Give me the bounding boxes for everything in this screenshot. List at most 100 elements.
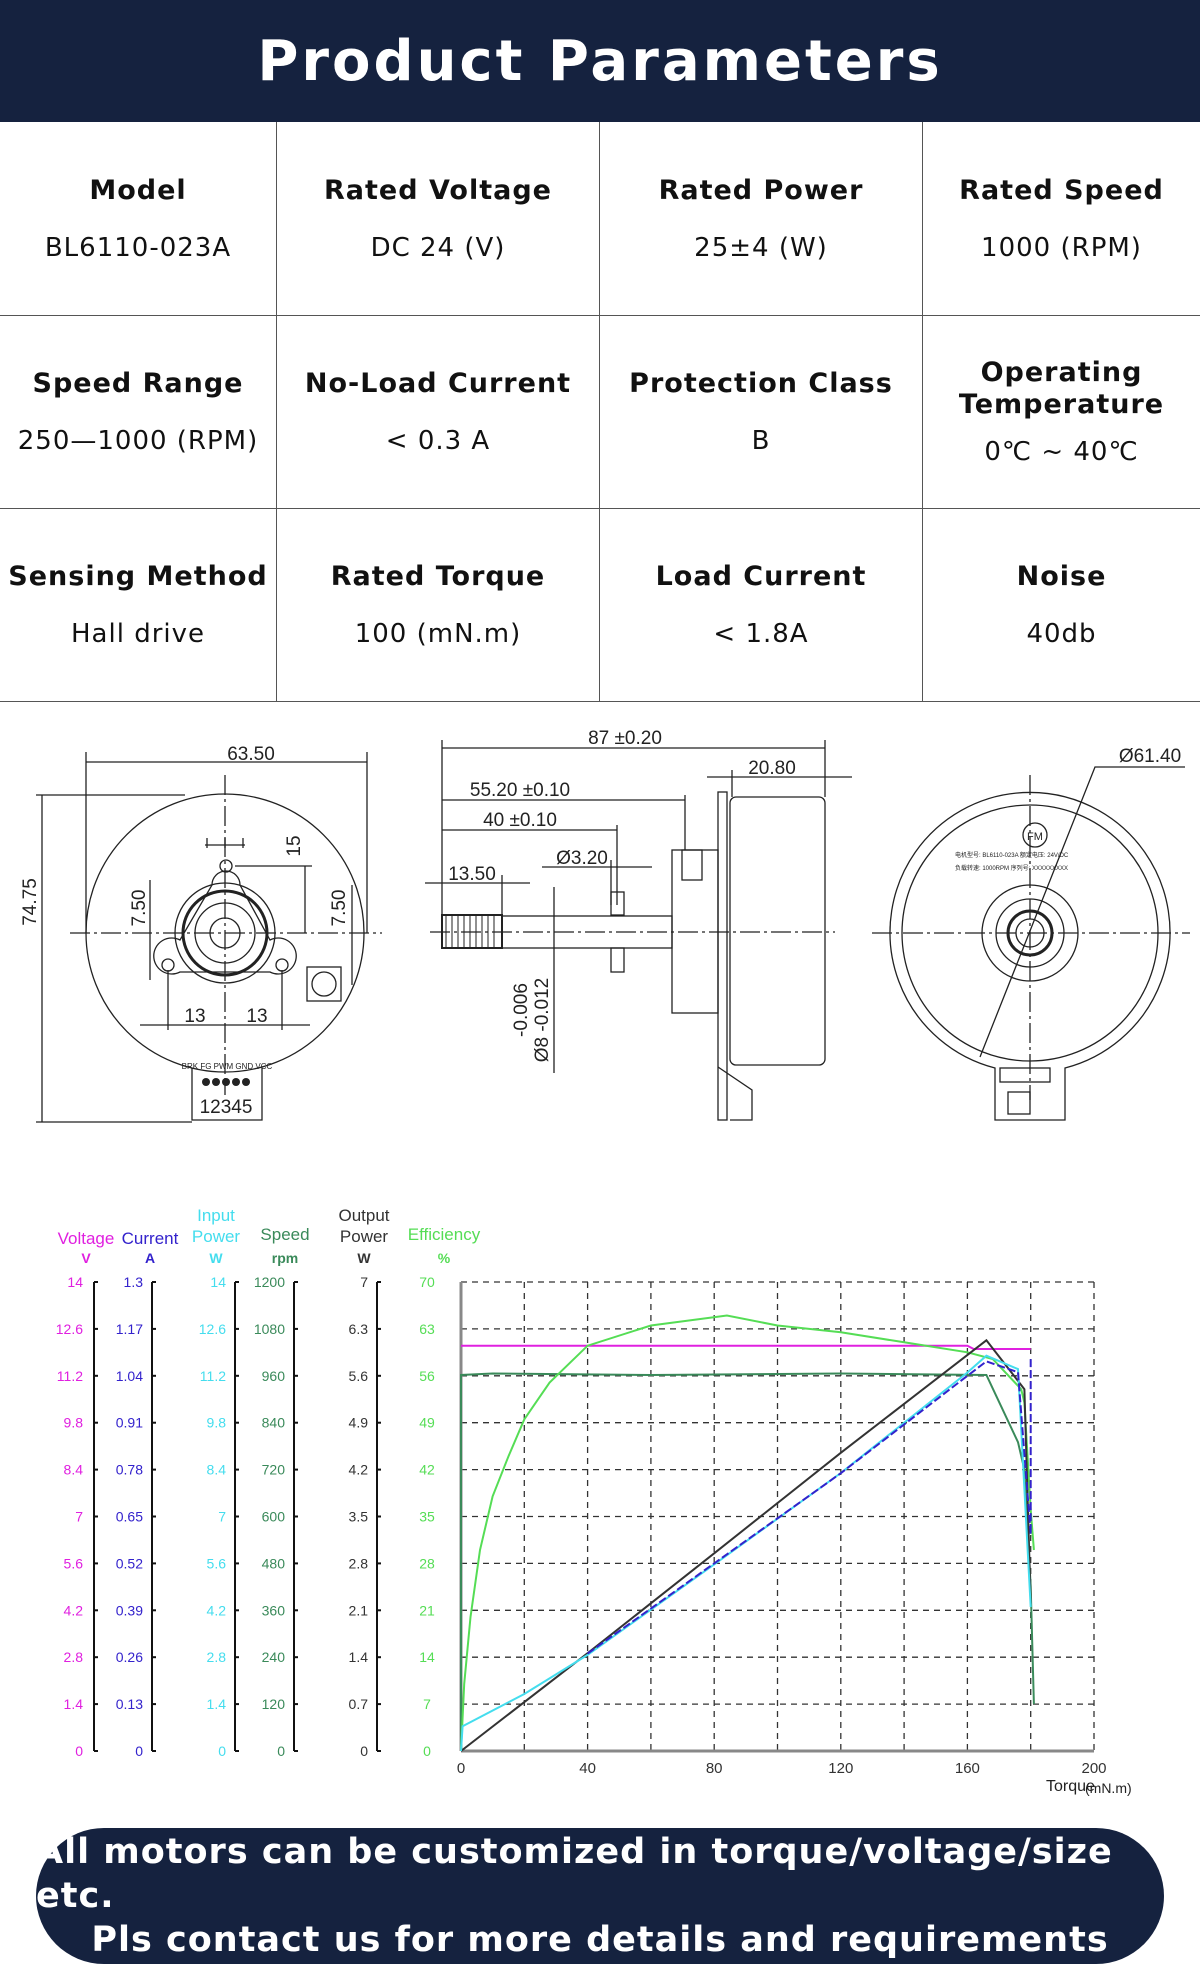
param-label: Rated Speed xyxy=(959,174,1164,206)
y-tick-label: 7 xyxy=(218,1509,226,1525)
dim-body-length: 20.80 xyxy=(748,758,796,779)
param-label: Sensing Method xyxy=(8,560,268,592)
y-tick-label: 2.8 xyxy=(207,1649,227,1665)
y-tick-label: 11.2 xyxy=(200,1368,226,1384)
y-tick-label: 0.13 xyxy=(116,1696,143,1712)
y-tick-label: 0 xyxy=(218,1743,226,1759)
series-efficiency xyxy=(460,1314,1035,1752)
x-axis-label: Torque xyxy=(1046,1778,1095,1795)
y-tick-label: 1.17 xyxy=(116,1321,143,1337)
param-label: Rated Power xyxy=(658,174,864,206)
axis-unit: W xyxy=(209,1250,223,1266)
param-label: Speed Range xyxy=(32,367,244,399)
axis-unit: rpm xyxy=(272,1250,298,1266)
y-tick-label: 0.7 xyxy=(349,1696,369,1712)
param-label: Noise xyxy=(1016,560,1107,592)
y-tick-label: 4.9 xyxy=(349,1415,369,1431)
page-title: Product Parameters xyxy=(257,28,943,94)
y-tick-label: 42 xyxy=(419,1462,435,1478)
logo-fm: FM xyxy=(1027,831,1043,843)
customization-banner[interactable]: All motors can be customized in torque/v… xyxy=(36,1828,1164,1964)
pin-numbers: 12345 xyxy=(200,1097,253,1118)
x-tick-label: 40 xyxy=(579,1760,596,1777)
y-tick-label: 9.8 xyxy=(207,1415,227,1431)
param-cell: Load Current< 1.8A xyxy=(599,508,922,701)
y-tick-label: 960 xyxy=(262,1368,286,1384)
y-tick-label: 35 xyxy=(419,1509,435,1525)
nameplate-line-2: 负载转速: 1000RPM 序列号: XXXXXXXXX xyxy=(955,864,1068,872)
dim-7-50-right: 7.50 xyxy=(329,890,350,927)
axis-title: Power xyxy=(340,1227,389,1246)
banner-line-1: All motors can be customized in torque/v… xyxy=(36,1832,1113,1916)
param-cell: No-Load Current< 0.3 A xyxy=(276,315,599,508)
y-tick-label: 1200 xyxy=(254,1274,285,1290)
y-tick-label: 240 xyxy=(262,1649,286,1665)
dim-13-left: 13 xyxy=(184,1006,205,1027)
y-tick-label: 7 xyxy=(75,1509,83,1525)
rear-view-drawing: FM 电机型号: BL6110-023A 额定电压: 24V/DC 负载转速: … xyxy=(872,746,1190,1121)
param-label: Protection Class xyxy=(629,367,893,399)
param-value: BL6110-023A xyxy=(44,232,232,263)
y-tick-label: 11.2 xyxy=(57,1368,83,1384)
dim-thread-length: 13.50 xyxy=(448,864,496,885)
dim-40: 40 ±0.10 xyxy=(483,810,557,831)
dimension-drawings: 63.50 74.75 15 7.50 7.50 13 13 BRK FG PW… xyxy=(20,728,1190,1123)
axis-unit: V xyxy=(81,1250,91,1266)
y-tick-label: 12.6 xyxy=(56,1321,83,1337)
axis-title: Power xyxy=(192,1227,241,1246)
axis-title: Speed xyxy=(260,1225,309,1244)
axis-title: Output xyxy=(338,1206,389,1225)
x-tick-label: 160 xyxy=(955,1760,980,1777)
axis-unit: W xyxy=(357,1250,371,1266)
y-tick-label: 9.8 xyxy=(64,1415,84,1431)
dim-outer-diameter: Ø61.40 xyxy=(1119,746,1181,767)
y-tick-label: 5.6 xyxy=(207,1555,227,1571)
y-tick-label: 14 xyxy=(67,1274,83,1290)
y-tick-label: 0.78 xyxy=(116,1462,143,1478)
param-label: No-Load Current xyxy=(304,367,572,399)
front-view-drawing: 63.50 74.75 15 7.50 7.50 13 13 BRK FG PW… xyxy=(20,744,382,1123)
param-value: 1000 (RPM) xyxy=(981,232,1142,263)
param-cell: Rated Speed 1000 (RPM) xyxy=(922,122,1200,315)
y-tick-label: 1.3 xyxy=(124,1274,144,1290)
param-value: DC 24 (V) xyxy=(370,232,506,263)
x-tick-label: 80 xyxy=(706,1760,723,1777)
y-tick-label: 6.3 xyxy=(349,1321,369,1337)
y-tick-label: 2.8 xyxy=(349,1555,369,1571)
y-tick-label: 0.39 xyxy=(116,1602,143,1618)
param-value: B xyxy=(751,425,771,456)
y-tick-label: 1080 xyxy=(254,1321,285,1337)
y-tick-label: 1.04 xyxy=(116,1368,143,1384)
x-tick-label: 200 xyxy=(1081,1760,1106,1777)
dim-55-20: 55.20 ±0.10 xyxy=(470,780,570,801)
y-tick-label: 480 xyxy=(262,1555,286,1571)
y-tick-label: 600 xyxy=(262,1509,286,1525)
x-tick-label: 120 xyxy=(828,1760,853,1777)
y-tick-label: 4.2 xyxy=(64,1602,84,1618)
y-tick-label: 14 xyxy=(210,1274,226,1290)
param-label: Rated Torque xyxy=(330,560,546,592)
y-tick-label: 2.1 xyxy=(349,1602,369,1618)
page-header: Product Parameters xyxy=(0,0,1200,122)
param-value: Hall drive xyxy=(71,618,205,649)
dim-width: 63.50 xyxy=(227,744,275,765)
y-tick-label: 8.4 xyxy=(207,1462,227,1478)
y-tick-label: 1.4 xyxy=(349,1649,369,1665)
series-input-power xyxy=(460,1354,1032,1752)
param-value: 25±4 (W) xyxy=(694,232,828,263)
dim-key-diameter: Ø3.20 xyxy=(556,848,608,869)
y-tick-label: 0 xyxy=(360,1743,368,1759)
dim-15: 15 xyxy=(284,835,305,856)
y-tick-label: 8.4 xyxy=(64,1462,84,1478)
y-tick-label: 1.4 xyxy=(207,1696,227,1712)
y-tick-label: 3.5 xyxy=(349,1509,369,1525)
y-tick-label: 5.6 xyxy=(349,1368,369,1384)
dim-height: 74.75 xyxy=(20,878,41,926)
y-tick-label: 2.8 xyxy=(64,1649,84,1665)
y-tick-label: 720 xyxy=(262,1462,286,1478)
